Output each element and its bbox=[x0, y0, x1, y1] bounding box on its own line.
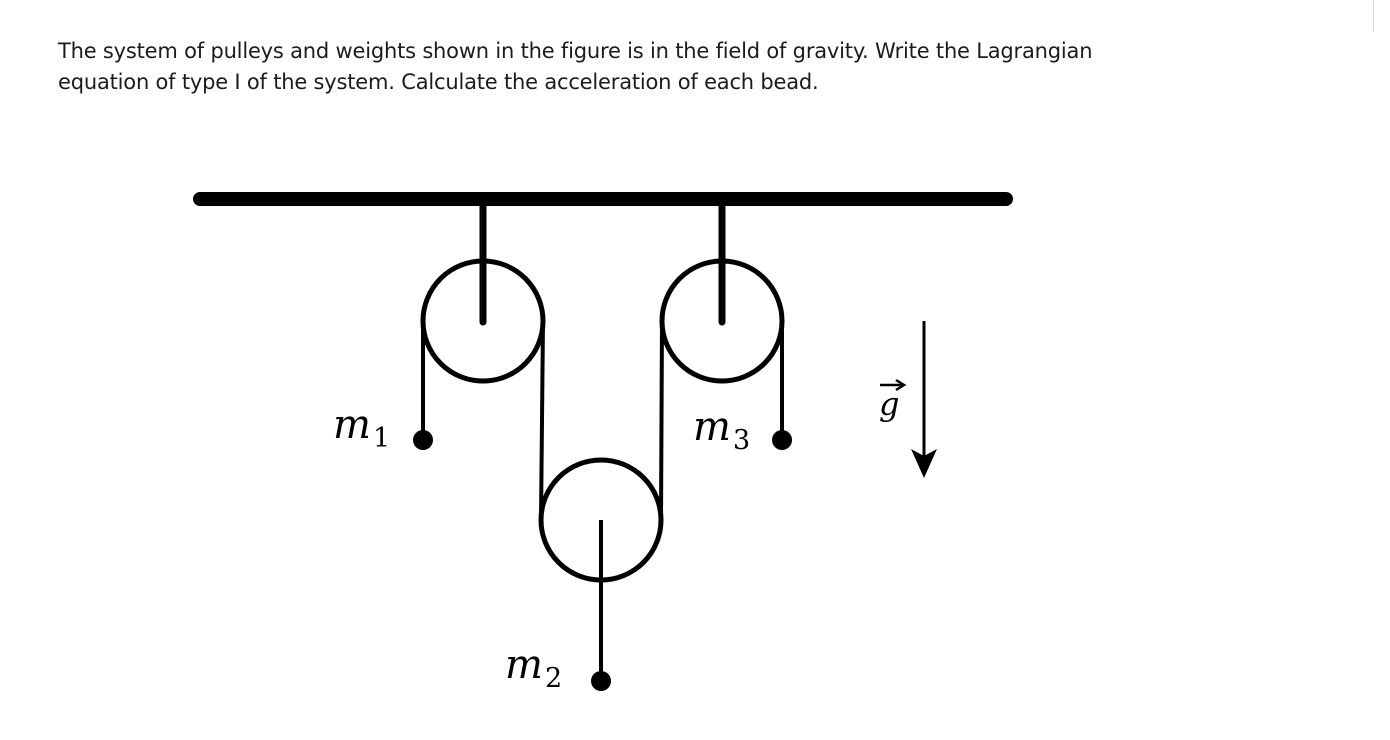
label-m3: m3 bbox=[693, 404, 750, 456]
bead-m3 bbox=[772, 430, 792, 450]
scrollbar-edge bbox=[1373, 0, 1374, 32]
bead-m1 bbox=[413, 430, 433, 450]
gravity-symbol: g bbox=[879, 385, 899, 423]
label-m2: m2 bbox=[505, 642, 562, 694]
problem-statement: The system of pulleys and weights shown … bbox=[58, 39, 1093, 94]
bead-m2 bbox=[591, 671, 611, 691]
gravity-vector-arrow-icon bbox=[880, 378, 907, 392]
gravity-direction-arrow bbox=[911, 321, 937, 478]
label-m1: m1 bbox=[333, 402, 390, 454]
string-right-down bbox=[659, 320, 664, 521]
string-left-down bbox=[539, 320, 545, 521]
